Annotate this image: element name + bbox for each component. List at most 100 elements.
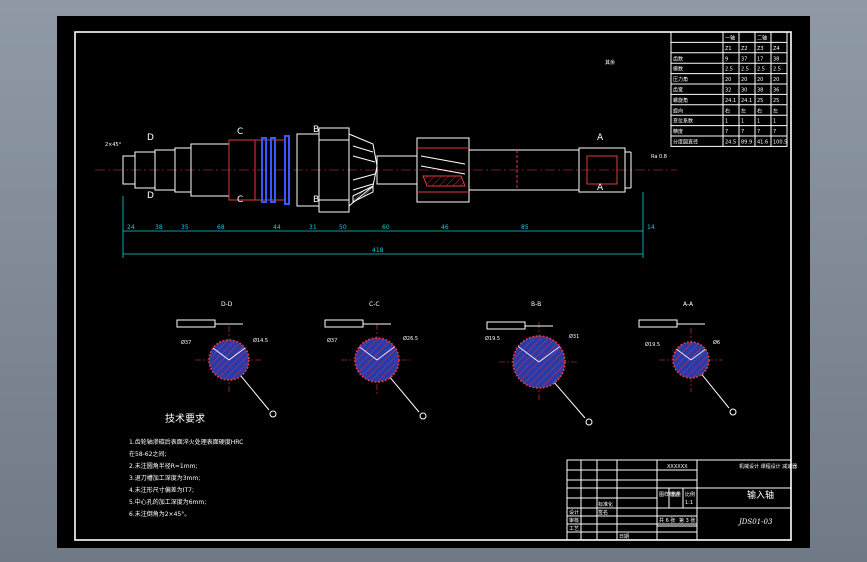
section-title: D-D [221, 301, 233, 308]
gear-table-cell: 旋向 [673, 107, 683, 114]
section-dim: Ø6 [713, 339, 720, 346]
shaft-main-view [95, 127, 677, 213]
tb-label-6: 重量 [671, 491, 681, 498]
tb-label-4: 日期 [619, 534, 629, 540]
gear-table-cell: 一轴 [725, 35, 735, 42]
gear-table-cell: Z4 [773, 46, 780, 52]
dim-9: 85 [521, 224, 529, 231]
section-diameter: Ø37 [327, 337, 337, 344]
gear-table-cell: 二轴 [757, 35, 767, 42]
section-title: B-B [531, 301, 541, 308]
gear-table-cell: 2.5 [725, 67, 733, 73]
section-view-b-b: B-B Ø19.5 Ø31 [485, 301, 593, 426]
tech-heading: 技术要求 [165, 412, 205, 425]
gear-table-cell: 89.9 [741, 140, 752, 146]
gear-table-cell: 左 [773, 107, 778, 114]
surface-mark: 其余 [605, 59, 615, 66]
gear-table-cell: 变位系数 [673, 118, 693, 125]
gear-table-cell: 1 [773, 119, 776, 125]
tech-requirements: 技术要求 1.齿轮轴渗碳后表面淬火处理表面硬度HRC 在58-62之间; 2.未… [129, 412, 243, 518]
gear-table-cell: 齿数 [673, 55, 683, 62]
gear-table-cell: 7 [773, 129, 776, 135]
dim-total: 418 [372, 247, 384, 254]
gear-table-cell: Z2 [741, 46, 748, 52]
gear-table-cell: 20 [741, 77, 747, 83]
gear-table-cell: 17 [757, 56, 763, 62]
tb-label-5: 图样标记 [659, 491, 679, 498]
gear-table-cell: 1 [725, 119, 728, 125]
tech-note-3: 3.退刀槽加工深度为3mm; [129, 474, 200, 482]
gear-table-cell: 38 [757, 88, 763, 94]
gear-table-cell: 100.5 [773, 140, 787, 146]
tb-label-8: 签名 [598, 509, 608, 516]
gear-table-cell: 38 [773, 56, 779, 62]
tb-sheet-total: 共 6 张 [659, 517, 675, 524]
tb-label-2: 工艺 [569, 526, 579, 532]
title-block: XXXXXX 机械设计 课程设计 减速器 输入轴 JDS01-03 1:1 共 … [566, 459, 797, 541]
gear-table-cell: 20 [773, 77, 779, 83]
tb-label-7: 比例 [685, 491, 695, 498]
gear-table-cell: 25 [757, 98, 763, 104]
tech-note-5: 5.中心孔的加工深度为6mm; [129, 498, 206, 506]
gear-table-cell: 1 [741, 119, 744, 125]
tb-part-name: 输入轴 [747, 489, 774, 501]
gear-table-cell: Z1 [725, 46, 732, 52]
mark-a-top: A [597, 133, 604, 143]
section-title: A-A [683, 301, 694, 308]
dim-4: 44 [273, 224, 281, 231]
gear-table-cell: 精度 [673, 128, 683, 135]
gear-table-cell: 模数 [673, 66, 683, 73]
tb-label-0: 设计 [569, 509, 579, 516]
section-diameter: Ø19.5 [485, 335, 500, 342]
gear-table-cell: 1 [757, 119, 760, 125]
gear-table-cell: 2.5 [741, 67, 749, 73]
gear-table-cell: 7 [741, 129, 744, 135]
tech-note-2: 2.未注圆角半径R=1mm; [129, 462, 197, 470]
gear-table-cell: 25 [773, 98, 779, 104]
tech-note-1b: 在58-62之间; [129, 450, 166, 458]
section-dim: Ø14.5 [253, 337, 268, 344]
gear-table-cell: 30 [741, 88, 747, 94]
gear-table-cell: 36 [773, 88, 779, 94]
gear-table-cell: 7 [725, 129, 728, 135]
gear-table-cell: 41.6 [757, 140, 768, 146]
mark-d-top: D [147, 133, 154, 143]
chamfer-note: 2×45° [105, 142, 122, 148]
dim-2: 35 [181, 224, 189, 231]
gear-table-cell: 螺旋角 [673, 97, 688, 104]
gear-table-cell: 32 [725, 88, 731, 94]
tb-scale: 1:1 [685, 500, 693, 506]
dim-6: 50 [339, 224, 347, 231]
tech-note-6: 6.未注倒角为2×45°。 [129, 510, 190, 518]
gear-table-cell: 24.5 [725, 140, 736, 146]
gear-table-cell: 2.5 [757, 67, 765, 73]
gear-table-cell: 右 [725, 107, 730, 114]
tb-school: XXXXXX [667, 464, 688, 470]
gear-table-cell: 20 [725, 77, 731, 83]
section-diameter: Ø19.5 [645, 341, 660, 348]
dim-0: 24 [127, 224, 135, 231]
section-marks: D D C C B B A A [147, 125, 604, 205]
tech-note-1: 1.齿轮轴渗碳后表面淬火处理表面硬度HRC [129, 438, 243, 446]
tb-sheet-no: 第 3 张 [679, 517, 695, 524]
gear-table-cell: 左 [741, 107, 746, 114]
gear-table-cell: 24.1 [741, 98, 752, 104]
dim-8: 46 [441, 224, 449, 231]
tb-label-1: 审核 [569, 517, 579, 524]
mark-a-bottom: A [597, 183, 604, 193]
tb-project: 机械设计 课程设计 减速器 [739, 463, 797, 470]
dim-1: 38 [155, 224, 163, 231]
gear-table-cell: Z3 [757, 46, 764, 52]
section-dim: Ø31 [569, 333, 579, 340]
gear-table-cell: 20 [757, 77, 763, 83]
mark-c-bottom: C [237, 195, 243, 205]
tb-label-3: 标准化 [598, 501, 613, 508]
gear-table-cell: 分度圆直径 [673, 139, 698, 146]
section-title: C-C [369, 301, 380, 308]
